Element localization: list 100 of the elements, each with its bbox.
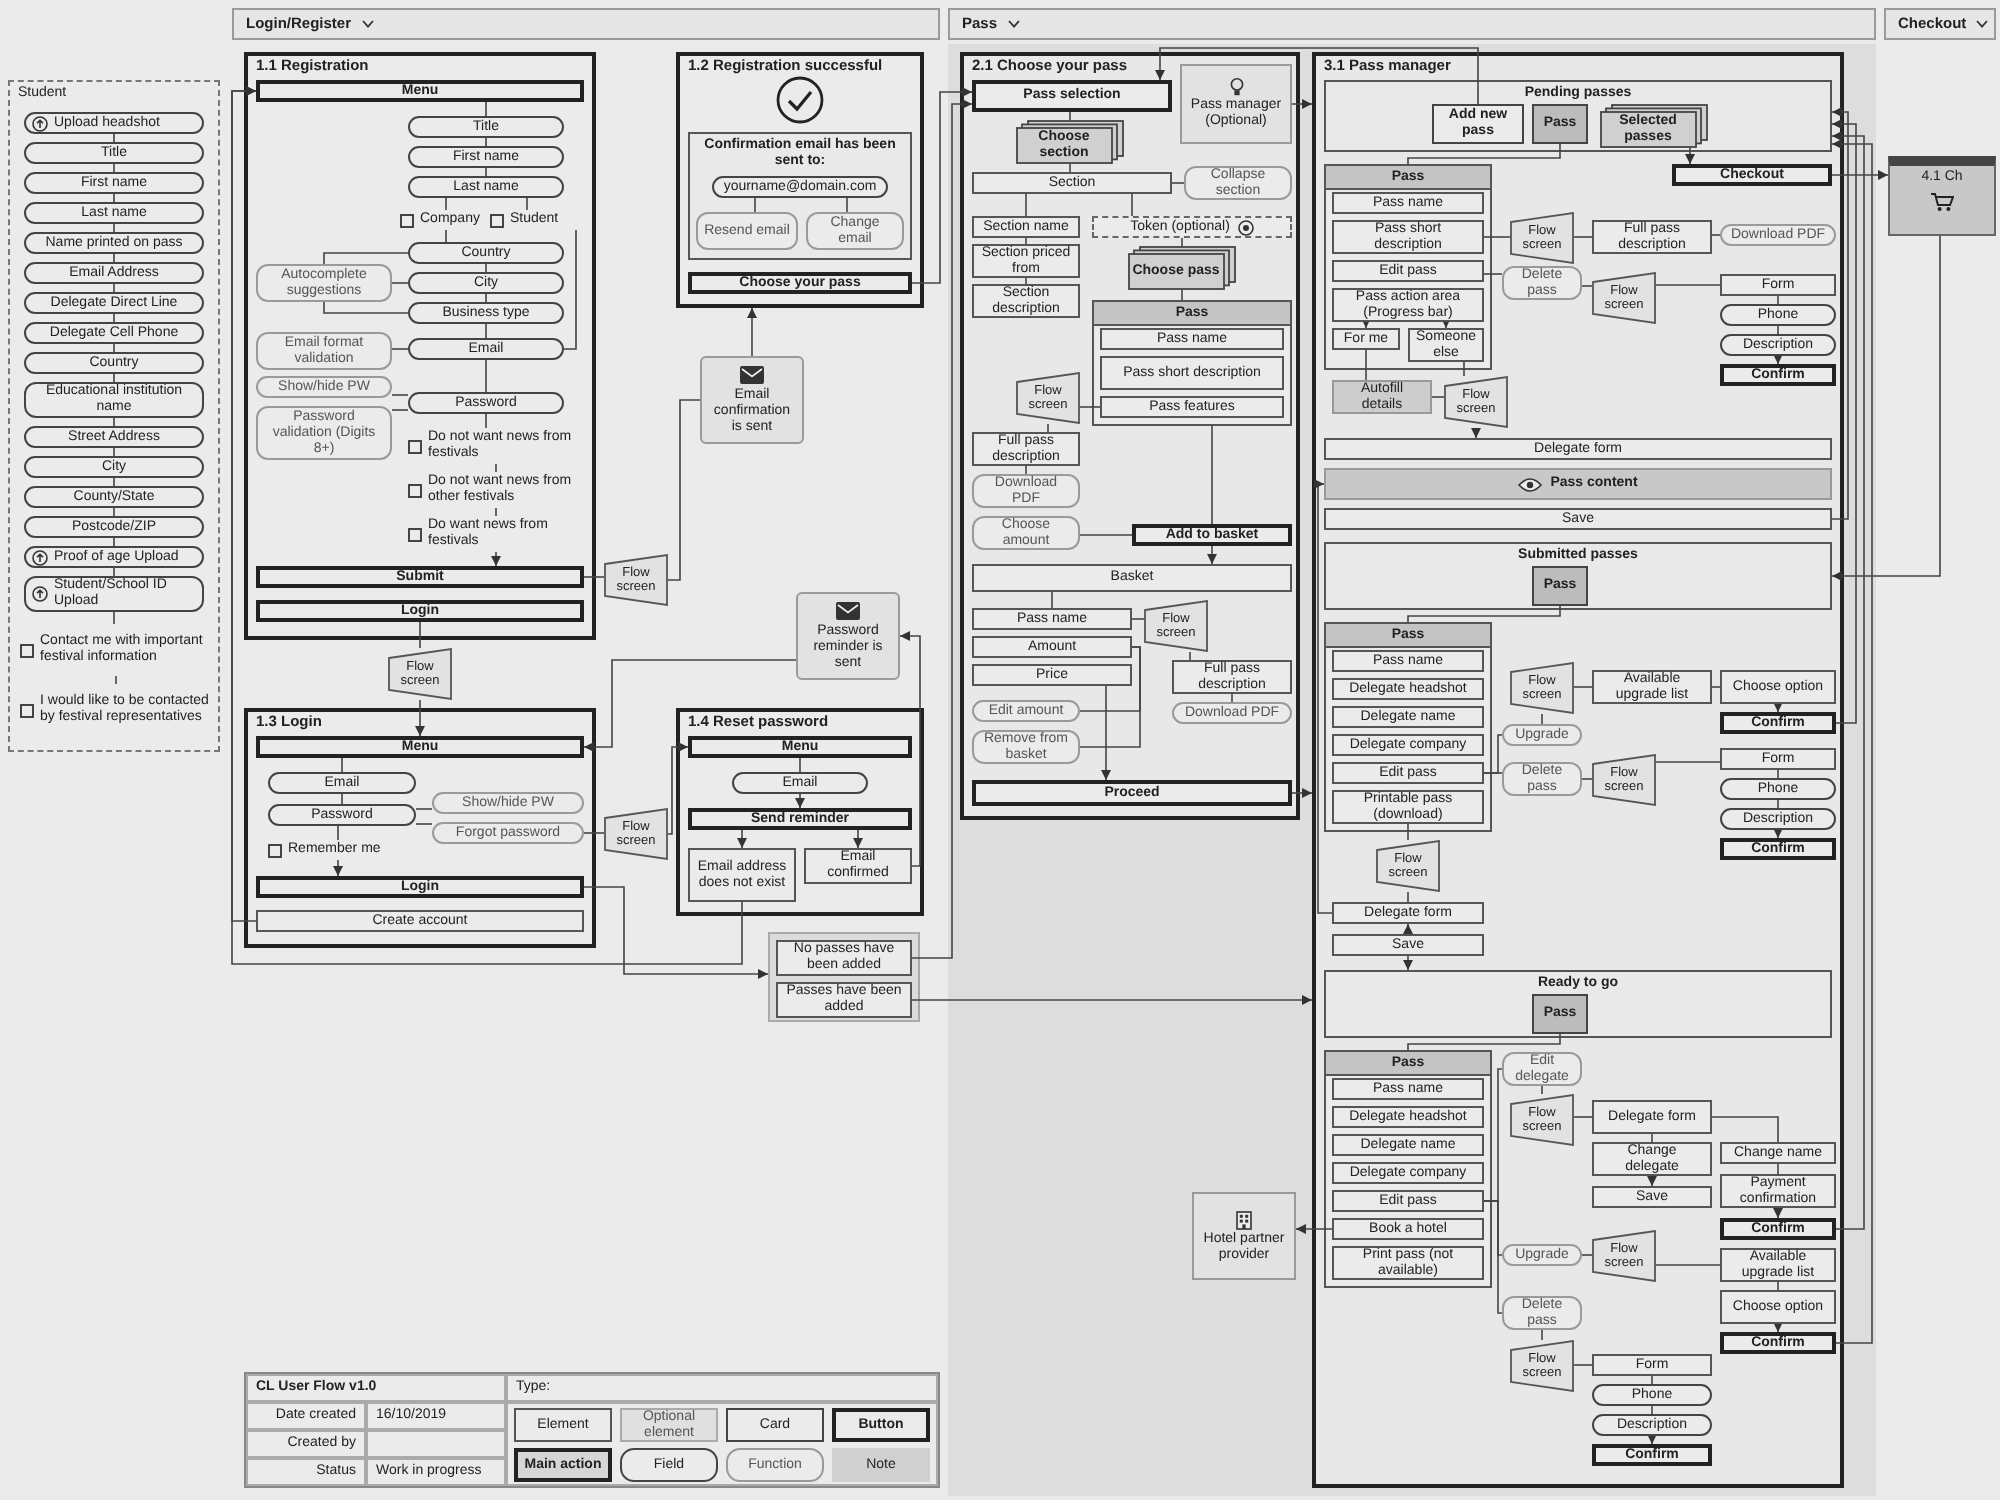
arrow	[231, 86, 743, 965]
arrow	[1831, 139, 1873, 1344]
connector-line	[1711, 686, 1721, 688]
connector-line	[445, 197, 447, 211]
connector-line	[1025, 277, 1027, 285]
arrow	[1773, 702, 1783, 713]
connector-line	[1463, 361, 1465, 377]
connector-line	[667, 399, 701, 581]
screen-frame	[244, 708, 596, 948]
section-panel	[1324, 80, 1832, 152]
screen-preview	[1888, 156, 1996, 236]
connector-line	[1541, 713, 1543, 725]
connector-line	[1777, 325, 1779, 335]
lane-header	[1884, 8, 1996, 40]
arrow	[1314, 479, 1333, 914]
connector-line	[113, 417, 115, 427]
connector-line	[1541, 1085, 1543, 1095]
connector-line	[485, 167, 487, 177]
pass-card	[1092, 300, 1292, 426]
arrow	[1471, 427, 1481, 439]
screen-frame	[244, 52, 596, 640]
arrow	[747, 307, 757, 357]
connector-line	[323, 301, 409, 314]
connector-line	[1581, 285, 1593, 287]
pass-card	[1324, 164, 1492, 370]
arrow	[491, 551, 501, 567]
connector-line	[113, 537, 115, 547]
lane-header	[948, 8, 1876, 40]
connector-line	[1171, 182, 1185, 184]
connector-line	[113, 133, 115, 143]
connector-line	[113, 507, 115, 517]
connector-line	[583, 576, 605, 578]
connector-line	[1777, 295, 1779, 305]
connector-line	[485, 323, 487, 339]
connector-line	[485, 101, 487, 117]
connector-line	[485, 263, 487, 273]
email-card	[700, 356, 804, 444]
connector-line	[495, 507, 497, 517]
connector-line	[1651, 1405, 1653, 1415]
connector-line	[485, 413, 487, 429]
upload-field	[24, 546, 204, 568]
arrow	[583, 886, 769, 979]
connector-line	[1655, 284, 1721, 286]
connector-line	[485, 293, 487, 303]
connector-line	[113, 223, 115, 233]
connector-line	[1025, 465, 1027, 475]
arrow	[1831, 119, 1857, 724]
arrow	[1685, 147, 1695, 165]
connector-line	[1581, 1254, 1593, 1256]
connector-line	[1407, 605, 1561, 623]
connector-line	[113, 567, 115, 577]
message-panel	[768, 932, 920, 1022]
optional-screen-box	[1180, 64, 1292, 144]
connector-line	[391, 394, 409, 396]
connector-line	[1483, 236, 1511, 238]
screen-frame	[1312, 52, 1844, 1488]
connector-line	[323, 252, 409, 265]
connector-line	[113, 193, 115, 203]
arrow	[1101, 685, 1111, 781]
upload-field	[24, 112, 204, 134]
connector-line	[563, 229, 577, 350]
arrow	[1773, 828, 1783, 839]
connector-line	[1025, 193, 1027, 217]
connector-line	[1541, 1329, 1543, 1341]
connector-line	[1025, 237, 1027, 245]
arrow	[1295, 1224, 1333, 1234]
connector-line	[113, 477, 115, 487]
connector-line	[754, 197, 756, 213]
connector-line	[495, 463, 497, 473]
connector-line	[1051, 591, 1053, 609]
connector-line	[1573, 236, 1593, 238]
arrow	[1831, 170, 1889, 180]
section-panel	[1324, 542, 1832, 610]
connector-line	[1047, 423, 1049, 433]
connector-line	[1483, 1200, 1503, 1314]
section-panel	[688, 132, 912, 260]
arrow	[1773, 1207, 1783, 1219]
checkbox-option	[400, 210, 484, 230]
connector-line	[846, 197, 848, 213]
screen-frame	[960, 52, 1300, 820]
connector-line	[1189, 651, 1191, 661]
optional-field	[1092, 216, 1292, 238]
arrow	[853, 829, 863, 849]
connector-line	[341, 757, 343, 773]
arrow	[333, 859, 343, 877]
connector-line	[113, 313, 115, 323]
screen-frame	[676, 52, 924, 308]
connector-line	[1131, 618, 1145, 620]
connector-line	[1483, 273, 1503, 275]
arrow	[1773, 354, 1783, 365]
connector-line	[113, 283, 115, 293]
arrow	[899, 631, 921, 867]
connector-line	[1131, 193, 1133, 217]
connector-line	[1573, 686, 1593, 688]
connector-line	[1581, 778, 1593, 780]
connector-line	[113, 611, 115, 625]
connector-line	[1069, 163, 1071, 173]
connector-line	[526, 197, 528, 211]
arrow	[1647, 1434, 1657, 1445]
arrow	[1361, 318, 1371, 329]
